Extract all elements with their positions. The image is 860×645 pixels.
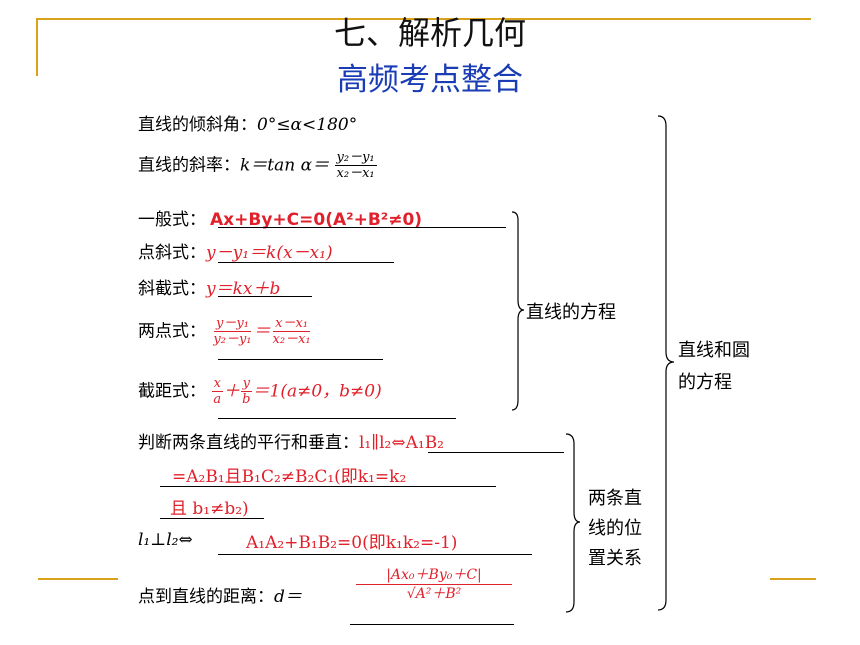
general-form-underline (218, 227, 506, 228)
slope-fraction: y₂－y₁ x₂－x₁ (334, 150, 377, 181)
general-form-equation: Ax+By+C=0(A²+B²≠0) (210, 210, 423, 230)
intercept-x-numerator: x (211, 376, 223, 392)
two-point-underline (218, 359, 383, 360)
two-point-row: 两点式： y－y₁ y₂－y₁ ＝ x－x₁ x₂－x₁ (138, 316, 313, 347)
slope-label: 直线的斜率： (138, 155, 240, 176)
slope-intercept-underline (218, 296, 312, 297)
two-lines-brace (565, 433, 581, 613)
frame-line-left (36, 18, 38, 76)
two-point-right-fraction: x－x₁ x₂－x₁ (271, 316, 313, 347)
perpendicular-row: l₁⊥l₂⇔ (138, 530, 193, 550)
parallel-line1-underline (428, 452, 564, 453)
point-slope-underline (218, 262, 394, 263)
two-point-right-numerator: x－x₁ (273, 316, 311, 332)
parallel-line3-underline (160, 518, 264, 519)
line-equation-label: 直线的方程 (526, 302, 616, 323)
two-point-right-denominator: x₂－x₁ (272, 332, 311, 347)
intercept-underline (218, 418, 456, 419)
distance-denominator: √A²＋B² (406, 586, 462, 602)
two-lines-label-3: 置关系 (588, 548, 642, 569)
intercept-y-denominator: b (242, 392, 251, 407)
frame-line-bottom-right (770, 578, 816, 580)
page-title: 七、解析几何 (333, 14, 526, 52)
distance-numerator: |Ax₀＋By₀＋C| (356, 566, 512, 585)
intercept-label: 截距式： (138, 381, 206, 402)
incline-angle-row: 直线的倾斜角：0°≤α<180° (138, 110, 357, 135)
distance-row: 点到直线的距离：d＝ (138, 582, 302, 607)
incline-formula: 0°≤α<180° (257, 115, 358, 135)
intercept-rest: ＝1(a≠0，b≠0) (252, 381, 382, 402)
two-lines-label-1: 两条直 (588, 488, 642, 509)
two-point-equals: ＝ (253, 321, 271, 342)
distance-lhs: d＝ (274, 587, 302, 607)
intercept-y-fraction: y b (240, 376, 253, 407)
perpendicular-equation: A₁A₂+B₁B₂=0(即k₁k₂=-1) (246, 533, 458, 553)
intercept-x-denominator: a (213, 392, 222, 407)
slope-intercept-equation: y＝kx＋b (206, 279, 281, 299)
line-circle-label-1: 直线和圆 (678, 340, 750, 361)
point-slope-label: 点斜式： (138, 243, 206, 263)
perpendicular-lhs: l₁⊥l₂⇔ (138, 530, 193, 550)
two-point-label: 两点式： (138, 321, 206, 342)
incline-label: 直线的倾斜角： (138, 115, 257, 135)
two-point-left-denominator: y₂－y₁ (213, 332, 252, 347)
parallel-line2-underline (160, 486, 496, 487)
distance-underline (350, 624, 514, 625)
intercept-row: 截距式： x a ＋ y b ＝1(a≠0，b≠0) (138, 376, 382, 407)
point-slope-equation: y－y₁＝k(x－x₁) (206, 243, 333, 263)
distance-fraction: |Ax₀＋By₀＋C| √A²＋B² (356, 566, 512, 603)
slope-intercept-label: 斜截式： (138, 279, 206, 299)
slope-intercept-row: 斜截式：y＝kx＋b (138, 274, 280, 299)
slope-denominator: x₂－x₁ (336, 166, 375, 181)
parallel-line2: =A₂B₁且B₁C₂≠B₂C₁(即k₁=k₂ (172, 467, 407, 487)
parallel-label: 判断两条直线的平行和垂直： (138, 433, 359, 453)
parallel-line3: 且 b₁≠b₂) (170, 499, 249, 519)
slope-numerator: y₂－y₁ (334, 150, 377, 166)
perpendicular-underline (218, 554, 532, 555)
frame-line-top (36, 18, 811, 20)
two-point-left-numerator: y－y₁ (214, 316, 251, 332)
distance-label: 点到直线的距离： (138, 587, 274, 607)
intercept-y-numerator: y (240, 376, 253, 392)
parallel-line1: l₁∥l₂⇔A₁B₂ (359, 433, 444, 453)
general-form-row: 一般式：Ax+By+C=0(A²+B²≠0) (138, 205, 422, 230)
intercept-x-fraction: x a (211, 376, 223, 407)
slope-row: 直线的斜率：k＝tan α＝ y₂－y₁ x₂－x₁ (138, 150, 377, 181)
page-subtitle: 高频考点整合 (337, 62, 523, 98)
line-circle-label-2: 的方程 (678, 372, 732, 393)
line-equation-brace (511, 211, 525, 411)
general-form-label: 一般式： (138, 210, 206, 230)
frame-line-bottom-left (38, 578, 118, 580)
outer-brace (657, 115, 675, 611)
two-point-left-fraction: y－y₁ y₂－y₁ (211, 316, 253, 347)
intercept-plus: ＋ (223, 381, 241, 402)
point-slope-row: 点斜式：y－y₁＝k(x－x₁) (138, 238, 333, 263)
parallel-row: 判断两条直线的平行和垂直：l₁∥l₂⇔A₁B₂ (138, 428, 444, 453)
slope-lhs: k＝tan α＝ (240, 155, 330, 176)
two-lines-label-2: 线的位 (588, 518, 642, 539)
